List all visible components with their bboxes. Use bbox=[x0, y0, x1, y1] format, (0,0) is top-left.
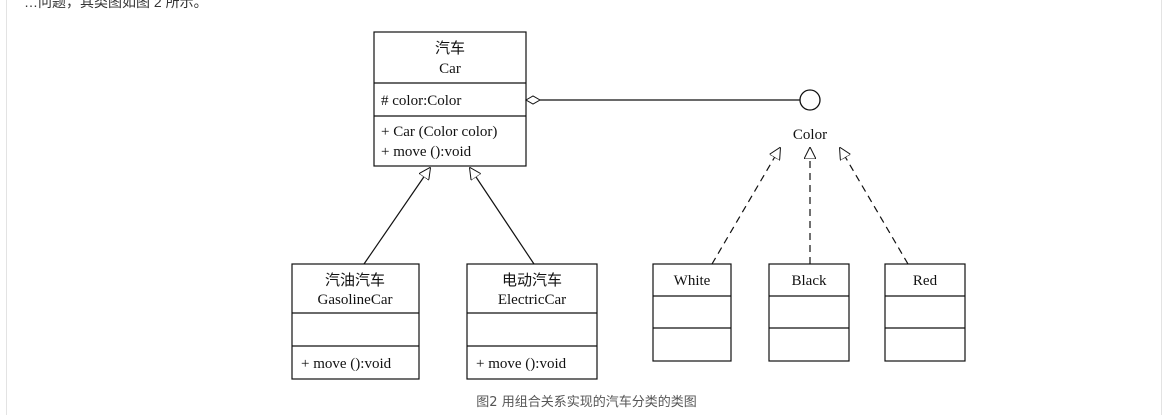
page-top-text: …问题，其类图如图 2 所示。 bbox=[24, 0, 208, 10]
car-method-constructor: + Car (Color color) bbox=[381, 124, 497, 140]
gasoline-car-title-en: GasolineCar bbox=[318, 292, 393, 308]
white-class-name: White bbox=[674, 273, 711, 289]
black-class-name: Black bbox=[792, 273, 827, 289]
car-attribute: # color:Color bbox=[381, 93, 461, 109]
class-black: Black bbox=[768, 263, 850, 362]
car-title-en: Car bbox=[439, 61, 461, 77]
color-interface-label: Color bbox=[793, 127, 827, 143]
electric-car-title-en: ElectricCar bbox=[498, 292, 566, 308]
class-diagram: 汽车 Car # color:Color + Car (Color color)… bbox=[291, 31, 966, 380]
aggregation-car-color: Color bbox=[524, 89, 827, 143]
electric-car-method: + move ():void bbox=[476, 356, 567, 372]
figure-caption: 图2 用组合关系实现的汽车分类的类图 bbox=[476, 395, 697, 410]
gasoline-car-method: + move ():void bbox=[301, 356, 392, 372]
page-left-border bbox=[6, 0, 7, 415]
inheritance-electric-line bbox=[470, 168, 535, 265]
gasoline-car-title-cn: 汽油汽车 bbox=[325, 272, 385, 289]
page-right-border bbox=[1161, 0, 1162, 415]
class-white: White bbox=[652, 263, 732, 362]
realization-white-line bbox=[711, 148, 780, 265]
electric-car-title-cn: 电动汽车 bbox=[502, 272, 562, 289]
class-electric-car: 电动汽车 ElectricCar + move ():void bbox=[466, 263, 598, 380]
car-title-cn: 汽车 bbox=[435, 40, 465, 57]
car-method-move: + move ():void bbox=[381, 144, 472, 160]
color-interface-circle bbox=[799, 89, 821, 111]
class-gasoline-car: 汽油汽车 GasolineCar + move ():void bbox=[291, 263, 420, 380]
realization-red-line bbox=[840, 148, 909, 265]
red-class-name: Red bbox=[913, 273, 938, 289]
aggregation-diamond bbox=[524, 95, 542, 105]
class-car: 汽车 Car # color:Color + Car (Color color)… bbox=[373, 31, 527, 167]
inheritance-gasoline-line bbox=[363, 168, 430, 265]
class-red: Red bbox=[884, 263, 966, 362]
